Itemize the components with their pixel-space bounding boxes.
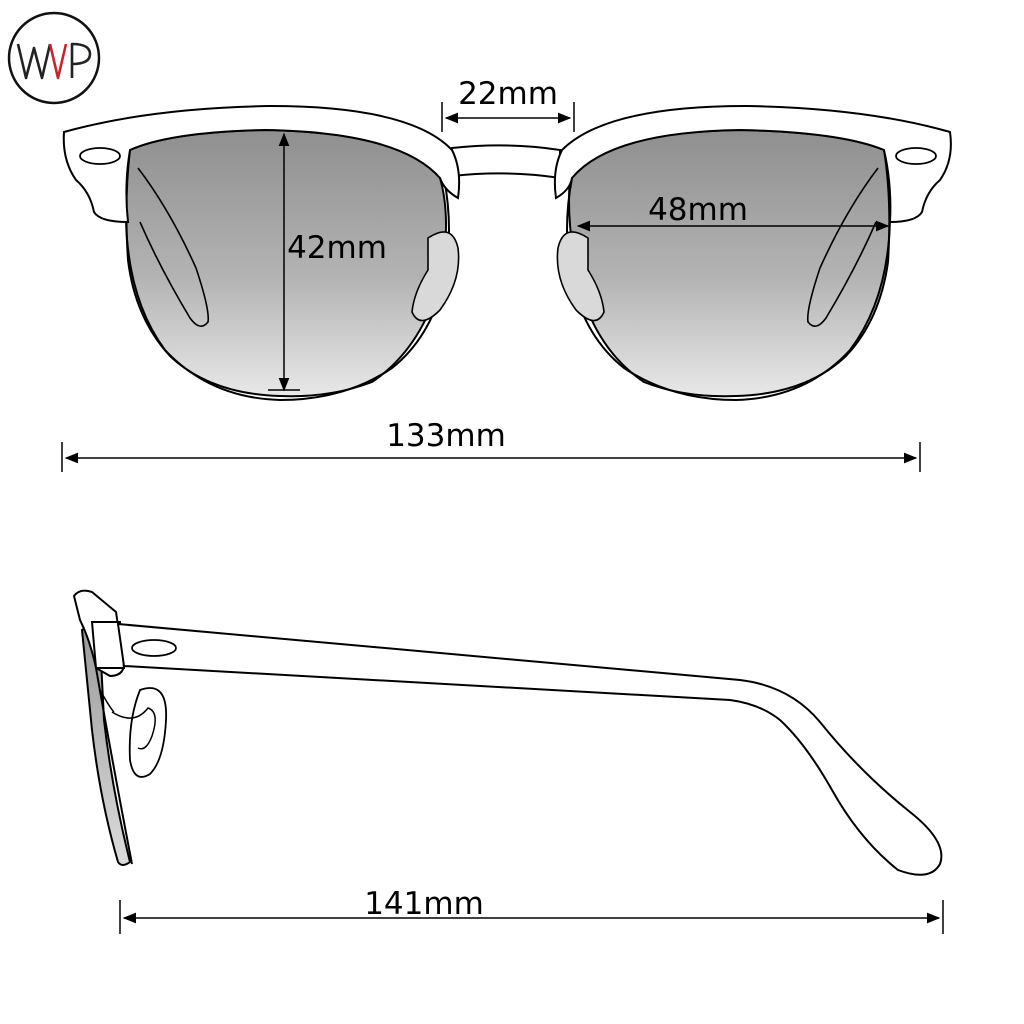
- bridge-dimension: 22mm: [441, 76, 575, 132]
- temple-length-label: 141mm: [364, 886, 484, 922]
- lens-height-dimension: 42mm: [268, 132, 387, 392]
- front-view: [62, 104, 952, 402]
- temple-arm: [116, 622, 943, 876]
- lens-height-label: 42mm: [287, 230, 387, 266]
- right-lens: [568, 128, 891, 398]
- lens-width-dimension: 48mm: [576, 192, 890, 232]
- right-browline: [553, 104, 952, 224]
- lens-width-label: 48mm: [648, 192, 748, 228]
- bridge-width-label: 22mm: [458, 76, 558, 112]
- side-nose-pad: [128, 687, 167, 778]
- temple-length-dimension: 141mm: [119, 886, 944, 934]
- side-view: [72, 589, 943, 876]
- brand-logo: WP: [7, 11, 101, 105]
- left-browline: [62, 104, 461, 224]
- total-width-dimension: 133mm: [61, 418, 921, 472]
- total-width-label: 133mm: [386, 418, 506, 454]
